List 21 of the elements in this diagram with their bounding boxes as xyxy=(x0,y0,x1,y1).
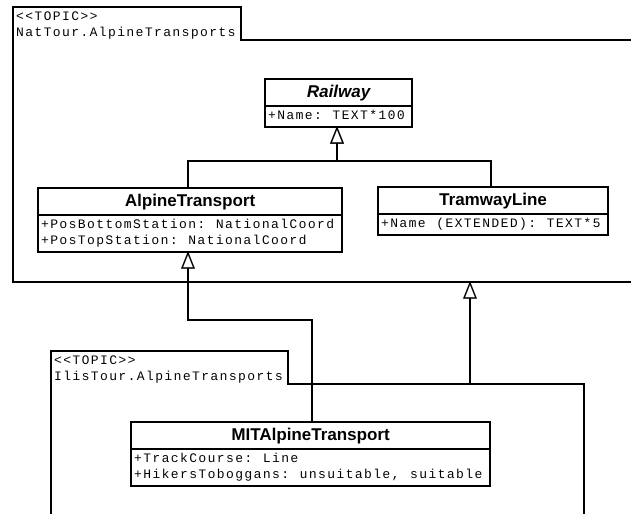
attribute-text: +PosTopStation: NationalCoord xyxy=(41,233,309,249)
class-box xyxy=(264,78,413,128)
class-box xyxy=(37,187,343,253)
class-name: MITAlpineTransport xyxy=(132,423,489,450)
generalization-arrow xyxy=(181,252,313,421)
package-name: NatTour.AlpineTransports xyxy=(16,25,237,41)
attribute-text: +Name: TEXT*100 xyxy=(268,108,408,124)
attribute-text: +TrackCourse: Line xyxy=(134,451,301,467)
attribute-text: +HikersToboggans: unsuitable, suitable xyxy=(134,467,485,483)
class-box xyxy=(130,421,491,487)
class-name: TramwayLine xyxy=(379,188,607,215)
attribute-text: +Name (EXTENDED): TEXT*5 xyxy=(381,216,603,232)
class-box xyxy=(377,186,609,236)
generalization-arrow xyxy=(463,282,477,383)
stereotype-label: <<TOPIC>> xyxy=(16,9,100,25)
class-name: Railway xyxy=(266,80,411,107)
stereotype-label: <<TOPIC>> xyxy=(54,353,138,369)
class-name: AlpineTransport xyxy=(39,189,341,216)
package-name: IlisTour.AlpineTransports xyxy=(54,369,284,385)
attribute-text: +PosBottomStation: NationalCoord xyxy=(41,217,336,233)
generalization-arrow xyxy=(330,127,492,186)
